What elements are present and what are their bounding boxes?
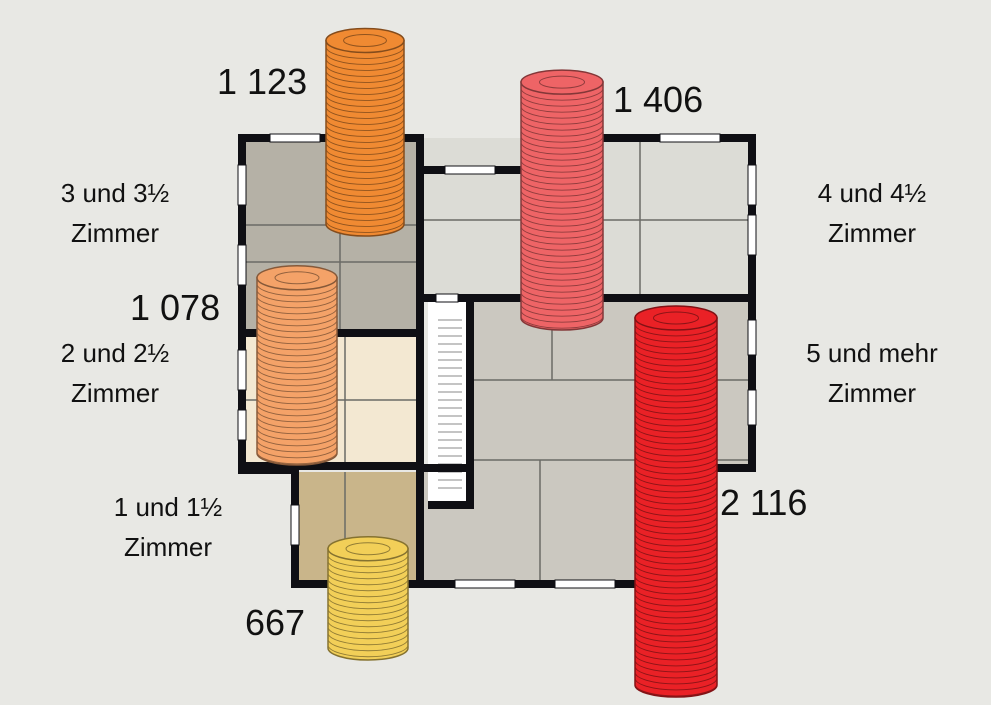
category-label-line2: Zimmer xyxy=(70,378,160,408)
category-label-line2: Zimmer xyxy=(827,378,917,408)
value-label-4-zimmer: 1 406 xyxy=(613,79,704,120)
value-label-3-zimmer: 1 123 xyxy=(217,61,308,102)
category-label-line1: 5 und mehr xyxy=(806,338,938,368)
category-label-line2: Zimmer xyxy=(827,218,917,248)
coin-stack-5-zimmer xyxy=(634,305,718,698)
category-label-line1: 2 und 2½ xyxy=(60,338,170,368)
category-label-line1: 1 und 1½ xyxy=(113,492,223,522)
category-label-line2: Zimmer xyxy=(70,218,160,248)
category-label-line2: Zimmer xyxy=(123,532,213,562)
coin-stacks xyxy=(256,27,718,698)
category-label-line1: 4 und 4½ xyxy=(817,178,927,208)
category-label-2-zimmer: 2 und 2½ Zimmer xyxy=(5,333,225,413)
category-label-4-zimmer: 4 und 4½ Zimmer xyxy=(762,173,982,253)
coin-stack-4-zimmer xyxy=(520,69,604,331)
coin-stack-3-zimmer xyxy=(325,27,405,237)
value-label-5-zimmer: 2 116 xyxy=(720,482,808,523)
category-label-line1: 3 und 3½ xyxy=(60,178,170,208)
category-label-3-zimmer: 3 und 3½ Zimmer xyxy=(5,173,225,253)
stair-treads xyxy=(438,319,462,489)
category-label-1-zimmer: 1 und 1½ Zimmer xyxy=(58,487,278,567)
coin-stack-2-zimmer xyxy=(256,265,338,466)
value-label-2-zimmer: 1 078 xyxy=(130,287,221,328)
coin-stack-1-zimmer xyxy=(327,535,409,661)
value-label-1-zimmer: 667 xyxy=(245,602,306,643)
windows xyxy=(237,133,757,589)
category-label-5-zimmer: 5 und mehr Zimmer xyxy=(762,333,982,413)
